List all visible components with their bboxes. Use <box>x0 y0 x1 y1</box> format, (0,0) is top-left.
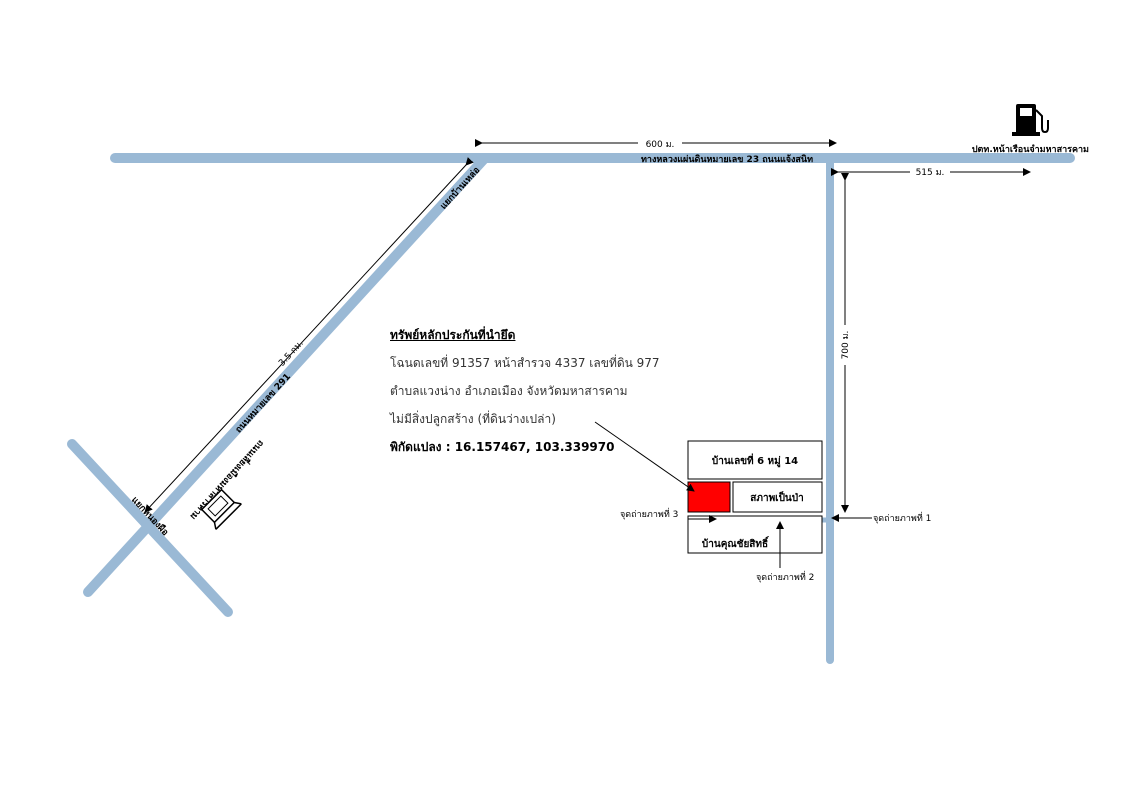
info-title: ทรัพย์หลักประกันที่นำยึด <box>390 328 516 342</box>
highway-label: ทางหลวงแผ่นดินหมายเลข 23 ถนนแจ้งสนิท <box>641 154 813 165</box>
hall-box <box>732 481 823 513</box>
target-parcel <box>687 481 731 513</box>
house-label: บ้านเลขที่ 6 หมู่ 14 <box>712 453 798 468</box>
hall-label: สภาพเป็นป่า <box>750 490 803 504</box>
gas-station-label: ปตท.หน้าเรือนจำมหาสารคาม <box>972 143 1089 155</box>
cross-road-label: ถนนเลี่ยงเมืองมหาสารคาม <box>188 438 268 524</box>
collateral-info: ทรัพย์หลักประกันที่นำยึด โฉนดเลขที่ 9135… <box>390 326 660 466</box>
house-box <box>687 440 823 480</box>
dim-vertical-label: 700 ม. <box>841 331 851 360</box>
diagonal-road-label: ถนนหมายเลข 291 <box>234 372 293 435</box>
building-icon <box>200 488 242 530</box>
gas-pump-icon <box>1012 104 1049 136</box>
photo-point-3-label: จุดถ่ายภาพที่ 3 <box>620 507 678 520</box>
bypass-road <box>67 439 233 617</box>
dim-right-label: 515 ม. <box>916 168 945 178</box>
dim-top-label: 600 ม. <box>646 140 675 150</box>
dim-diagonal-arrow <box>144 157 474 513</box>
info-deed-line: โฉนดเลขที่ 91357 หน้าสำรวจ 4337 เลขที่ดิ… <box>390 356 660 370</box>
info-location-line: ตำบลแวงน่าง อำเภอเมือง จังหวัดมหาสารคาม <box>390 384 628 398</box>
parcel-pointer-arrow <box>594 421 695 492</box>
info-structure-line: ไม่มีสิ่งปลูกสร้าง (ที่ดินว่างเปล่า) <box>390 412 556 426</box>
photo-point-2-label: จุดถ่ายภาพที่ 2 <box>756 570 814 583</box>
info-coordinates: พิกัดแปลง : 16.157467, 103.339970 <box>390 440 615 454</box>
neighbor-label: บ้านคุณชัยสิทธิ์ <box>702 536 770 550</box>
photo-point-1-label: จุดถ่ายภาพที่ 1 <box>873 511 931 524</box>
